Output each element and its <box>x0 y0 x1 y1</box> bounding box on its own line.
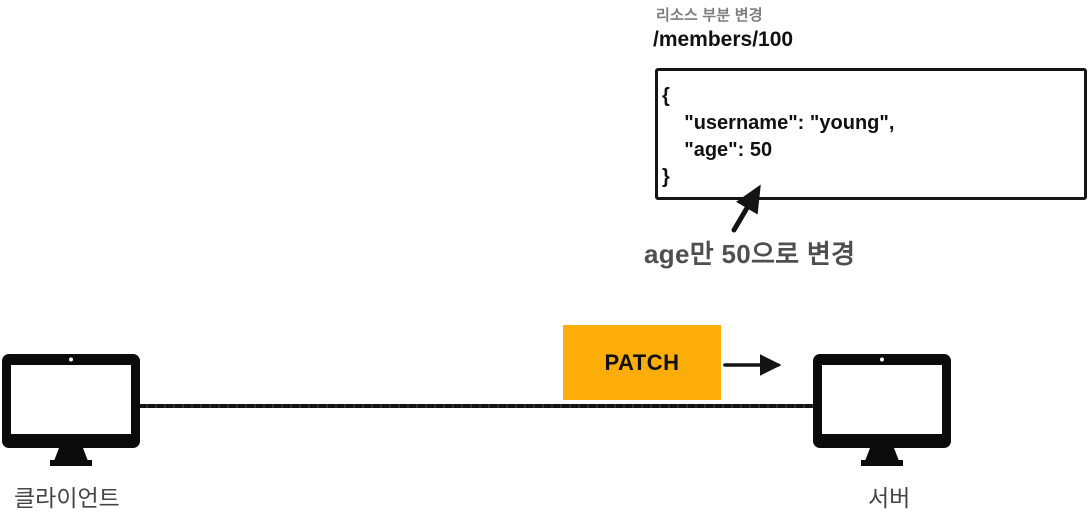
client-monitor-icon <box>2 354 140 466</box>
json-payload-box: { "username": "young", "age": 50 } <box>655 68 1087 200</box>
arrow-up-right-icon <box>731 184 761 233</box>
json-line-close-brace: } <box>662 166 670 188</box>
connection-line <box>139 404 815 408</box>
json-line-open-brace: { <box>662 85 670 107</box>
resource-change-title: 리소스 부분 변경 <box>656 7 763 24</box>
server-monitor-icon <box>813 354 951 466</box>
json-line-age: "age": 50 <box>662 139 773 161</box>
client-label: 클라이언트 <box>14 485 120 511</box>
resource-path-label: /members/100 <box>653 28 794 51</box>
patch-box: PATCH <box>563 325 721 400</box>
arrow-right-icon <box>723 354 782 376</box>
age-change-annotation: age만 50으로 변경 <box>644 239 856 269</box>
server-label: 서버 <box>868 485 911 511</box>
patch-method-label: PATCH <box>604 349 680 375</box>
json-line-username: "username": "young", <box>662 112 895 134</box>
